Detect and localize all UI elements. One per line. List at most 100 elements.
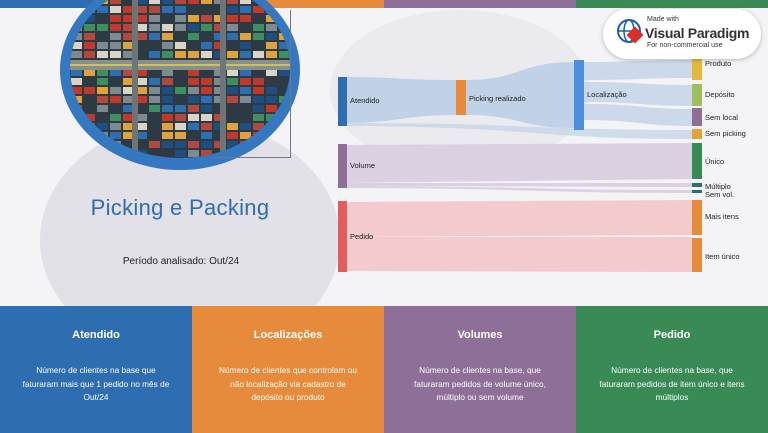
container-block bbox=[188, 24, 199, 31]
container-block bbox=[123, 78, 134, 85]
container-block bbox=[240, 15, 251, 22]
container-block bbox=[266, 42, 277, 49]
card-localizacoes: Localizações Número de clientes que cont… bbox=[192, 306, 384, 433]
label-item-unico: Item único bbox=[705, 252, 740, 261]
container-block bbox=[266, 33, 277, 40]
container-block bbox=[149, 51, 160, 58]
container-block bbox=[71, 87, 82, 94]
container-block bbox=[123, 114, 134, 121]
top-bar-purple bbox=[384, 0, 576, 8]
card-title: Atendido bbox=[72, 329, 120, 341]
container-block bbox=[97, 69, 108, 76]
container-block bbox=[162, 105, 173, 112]
container-block bbox=[266, 15, 277, 22]
container-block bbox=[84, 69, 95, 76]
logo-made-with: Made with bbox=[647, 16, 679, 23]
container-block bbox=[71, 51, 82, 58]
container-block bbox=[162, 141, 173, 148]
label-picking: Picking realizado bbox=[469, 94, 526, 103]
link-atendido-sem-picking bbox=[342, 123, 692, 139]
page-title: Picking e Packing bbox=[90, 195, 270, 220]
container-block bbox=[188, 96, 199, 103]
container-block bbox=[162, 123, 173, 130]
container-block bbox=[162, 87, 173, 94]
node-atendido bbox=[338, 77, 347, 126]
container-port-photo bbox=[70, 0, 290, 158]
container-block bbox=[188, 78, 199, 85]
container-block bbox=[227, 132, 238, 139]
container-block bbox=[110, 0, 121, 4]
container-block bbox=[110, 69, 121, 76]
container-block bbox=[110, 114, 121, 121]
card-pedido: Pedido Número de clientes na base, que f… bbox=[576, 306, 768, 433]
container-block bbox=[110, 123, 121, 130]
label-sem-local: Sem local bbox=[705, 113, 738, 122]
container-block bbox=[110, 132, 121, 139]
container-block bbox=[188, 150, 199, 157]
container-block bbox=[110, 15, 121, 22]
container-block bbox=[149, 78, 160, 85]
label-localizacao: Localização bbox=[587, 90, 627, 99]
card-text: Número de clientes na base, que faturara… bbox=[599, 365, 745, 402]
container-block bbox=[162, 78, 173, 85]
container-block bbox=[253, 114, 264, 121]
container-block bbox=[110, 51, 121, 58]
container-block bbox=[71, 78, 82, 85]
container-block bbox=[201, 87, 212, 94]
card-title: Pedido bbox=[653, 329, 691, 341]
container-block bbox=[201, 141, 212, 148]
container-block bbox=[110, 24, 121, 31]
container-block bbox=[71, 69, 82, 76]
container-block bbox=[227, 141, 238, 148]
container-block bbox=[175, 132, 186, 139]
container-block bbox=[253, 123, 264, 130]
label-mais-itens: Mais itens bbox=[705, 212, 739, 221]
container-block bbox=[214, 33, 225, 40]
container-block bbox=[123, 15, 134, 22]
node-deposito bbox=[692, 84, 702, 106]
container-block bbox=[123, 42, 134, 49]
logo-brand: Visual Paradigm bbox=[645, 25, 750, 41]
container-block bbox=[175, 123, 186, 130]
container-block bbox=[71, 96, 82, 103]
container-block bbox=[175, 105, 186, 112]
link-volume-multiplo bbox=[342, 183, 692, 187]
container-block bbox=[97, 6, 108, 13]
container-block bbox=[97, 51, 108, 58]
container-block bbox=[123, 69, 134, 76]
container-block bbox=[240, 123, 251, 130]
container-block bbox=[175, 87, 186, 94]
container-block bbox=[214, 24, 225, 31]
container-block bbox=[201, 123, 212, 130]
container-block bbox=[175, 15, 186, 22]
container-block bbox=[149, 87, 160, 94]
card-text: Número de clientes que controlam ou não … bbox=[219, 365, 357, 402]
container-block bbox=[227, 6, 238, 13]
container-block bbox=[266, 87, 277, 94]
container-block bbox=[97, 24, 108, 31]
link-picking-localizacao bbox=[466, 62, 574, 128]
container-block bbox=[149, 24, 160, 31]
container-block bbox=[110, 42, 121, 49]
container-block bbox=[123, 33, 134, 40]
container-block bbox=[253, 96, 264, 103]
container-block bbox=[84, 33, 95, 40]
container-block bbox=[97, 96, 108, 103]
container-block bbox=[266, 69, 277, 76]
container-block bbox=[201, 15, 212, 22]
container-block bbox=[84, 114, 95, 121]
container-block bbox=[136, 0, 147, 4]
container-block bbox=[201, 96, 212, 103]
container-block bbox=[136, 78, 147, 85]
link-loc-sem-local bbox=[584, 104, 692, 126]
container-block bbox=[136, 24, 147, 31]
container-block bbox=[84, 42, 95, 49]
container-block bbox=[253, 6, 264, 13]
container-block bbox=[240, 87, 251, 94]
container-block bbox=[240, 132, 251, 139]
container-block bbox=[175, 42, 186, 49]
top-bar-green bbox=[576, 0, 768, 8]
container-block bbox=[123, 24, 134, 31]
top-bar-orange bbox=[192, 0, 384, 8]
container-block bbox=[279, 51, 290, 58]
